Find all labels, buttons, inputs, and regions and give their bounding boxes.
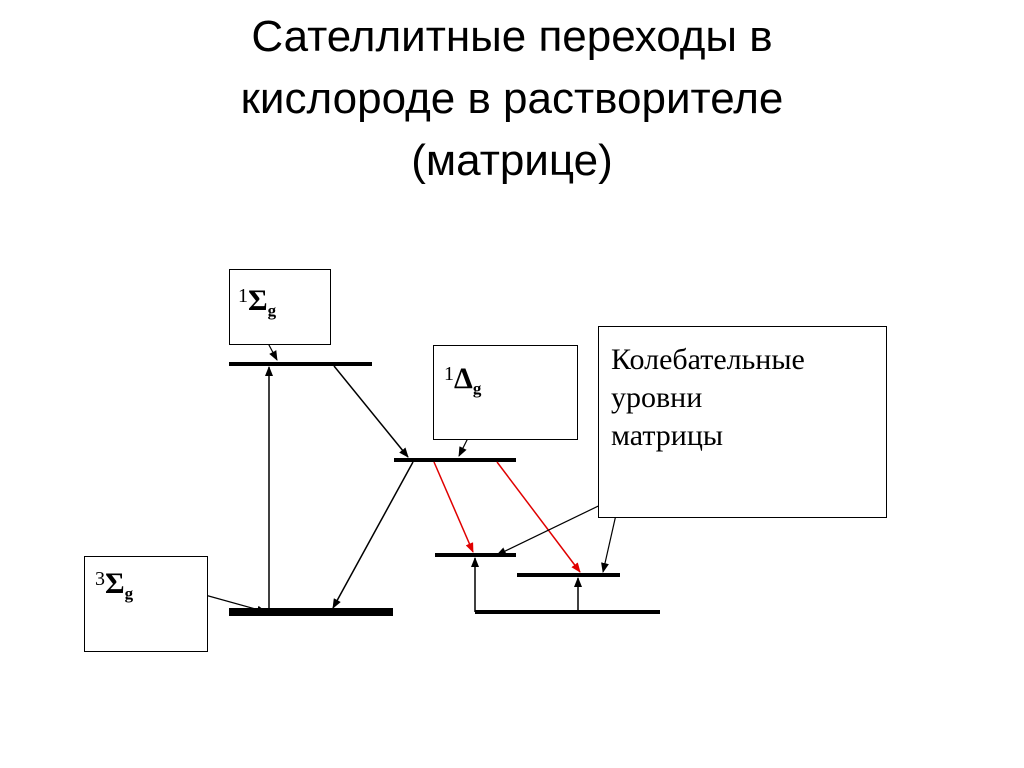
multiplicity: 3 bbox=[95, 568, 105, 590]
satellite-transition-arrow-1 bbox=[433, 461, 474, 553]
matrix-levels-text: Колебательные уровни матрицы bbox=[611, 341, 805, 455]
term-symbol: 1Δg bbox=[444, 362, 482, 398]
relaxation-arrow bbox=[333, 365, 409, 458]
slide-title: Сателлитные переходы в кислороде в раств… bbox=[0, 6, 1024, 192]
subscript: g bbox=[472, 379, 482, 398]
satellite-transition-arrow-2 bbox=[496, 461, 581, 573]
callout-pointer-sigma-g-triplet bbox=[204, 594, 267, 614]
term-symbol: 3Σg bbox=[95, 567, 134, 603]
subscript: g bbox=[267, 301, 277, 320]
delta-symbol: Δ bbox=[454, 362, 473, 395]
emission-arrow bbox=[332, 461, 414, 609]
term-symbol: 1Σg bbox=[238, 284, 277, 320]
label-box-sigma-g-triplet: 3Σg bbox=[84, 556, 208, 652]
title-line: Сателлитные переходы в bbox=[251, 12, 773, 61]
sigma-symbol: Σ bbox=[248, 284, 268, 317]
subscript: g bbox=[124, 584, 134, 603]
callout-pointer-matrix-1 bbox=[496, 496, 618, 556]
label-box-matrix-levels: Колебательные уровни матрицы bbox=[598, 326, 887, 518]
sigma-symbol: Σ bbox=[105, 567, 125, 600]
matrix-levels-line: уровни bbox=[611, 381, 703, 414]
title-line: кислороде в растворителе bbox=[240, 74, 784, 123]
label-box-delta-g: 1Δg bbox=[433, 345, 578, 440]
title-line: (матрице) bbox=[411, 136, 613, 185]
matrix-levels-line: Колебательные bbox=[611, 343, 805, 376]
matrix-levels-line: матрицы bbox=[611, 419, 724, 452]
multiplicity: 1 bbox=[238, 285, 248, 307]
label-box-sigma-g-singlet: 1Σg bbox=[229, 269, 331, 345]
multiplicity: 1 bbox=[444, 363, 454, 385]
